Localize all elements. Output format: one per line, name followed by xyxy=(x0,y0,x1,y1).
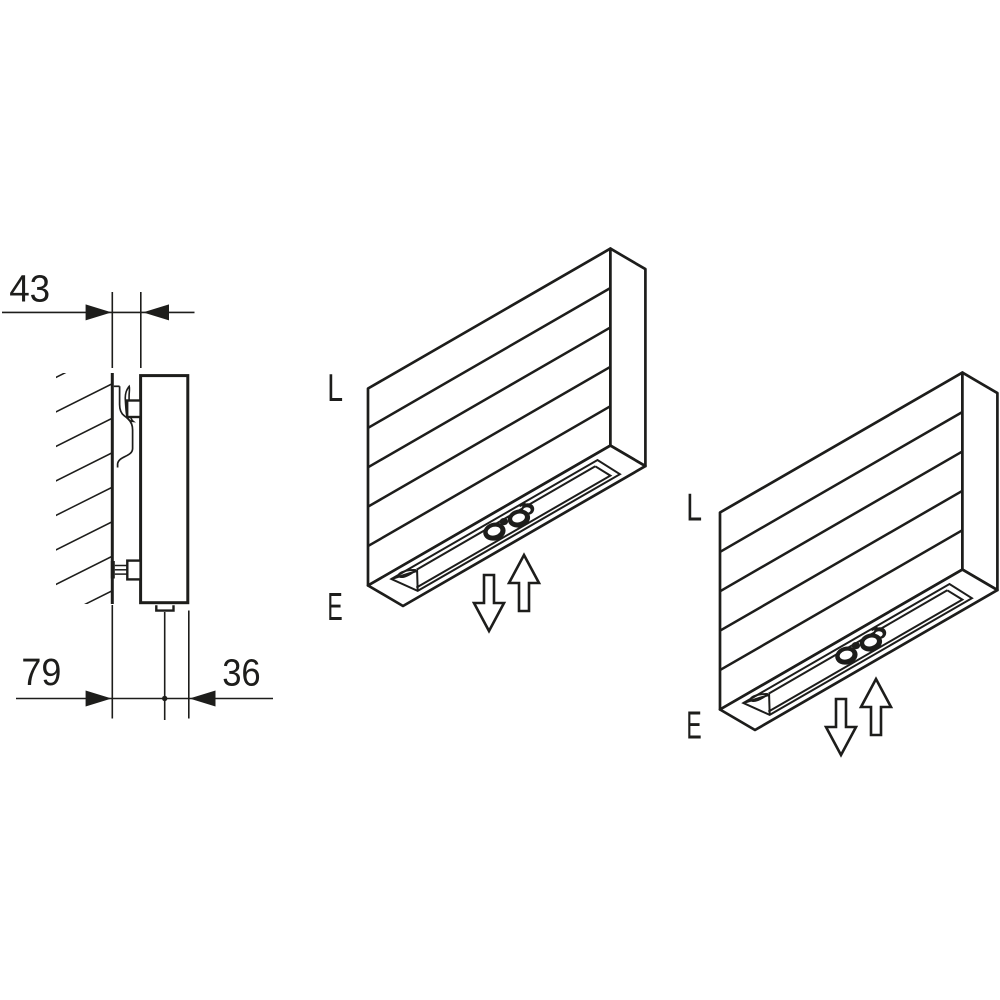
svg-text:36: 36 xyxy=(222,653,261,695)
svg-text:E: E xyxy=(686,704,701,747)
svg-text:79: 79 xyxy=(21,652,61,694)
svg-text:43: 43 xyxy=(9,269,50,311)
svg-text:L: L xyxy=(686,486,702,529)
svg-text:L: L xyxy=(327,367,343,410)
svg-text:E: E xyxy=(327,586,342,629)
